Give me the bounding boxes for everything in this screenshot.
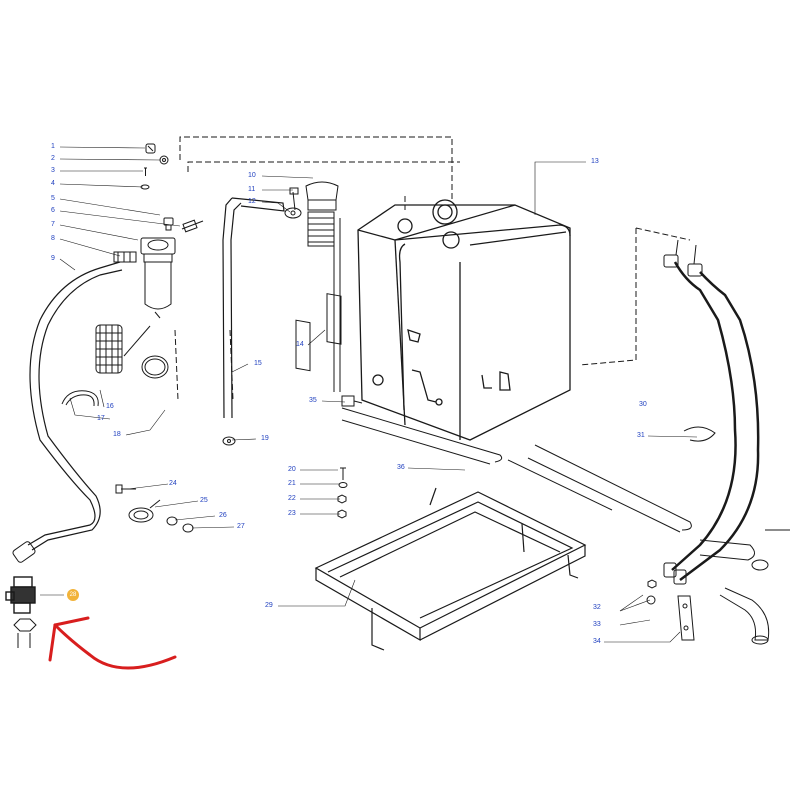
washer-part-2 [159, 155, 169, 165]
callout-9: 9 [51, 255, 55, 262]
callout-6: 6 [51, 207, 55, 214]
callout-16: 16 [106, 403, 114, 410]
callout-25: 25 [200, 497, 208, 504]
callout-5: 5 [51, 195, 55, 202]
callout-10: 10 [248, 172, 256, 179]
fitting-part-5 [163, 217, 174, 231]
callout-20: 20 [288, 466, 296, 473]
washer-part-19 [222, 436, 236, 446]
fuel-tank-part-13 [357, 199, 571, 441]
washer-part-21 [338, 482, 348, 488]
red-pointer-arrow [48, 616, 177, 670]
fitting-part-35 [341, 395, 363, 407]
callout-12: 12 [248, 198, 256, 205]
washer-part-4 [140, 184, 150, 190]
washer-part-12 [284, 207, 302, 219]
callout-11: 11 [248, 186, 256, 193]
callout-2: 2 [51, 155, 55, 162]
o-ring-part-filter [141, 355, 169, 379]
callout-29: 29 [265, 602, 273, 609]
washer-part-26 [166, 516, 178, 526]
callout-36: 36 [397, 464, 405, 471]
callout-7: 7 [51, 221, 55, 228]
callout-32: 32 [593, 604, 601, 611]
callout-23: 23 [288, 510, 296, 517]
hoses-part-30 [671, 261, 760, 581]
callout-15: 15 [254, 360, 262, 367]
elbow-pipe-right [719, 587, 770, 645]
callout-33: 33 [593, 621, 601, 628]
nut-part-32 [647, 579, 657, 589]
callout-4: 4 [51, 180, 55, 187]
callout-3: 3 [51, 167, 55, 174]
leader-lines [40, 146, 698, 643]
washer-part-33 [646, 595, 656, 605]
nut-part-23 [337, 509, 347, 519]
filter-element-part-16 [95, 324, 151, 374]
callout-14: 14 [296, 341, 304, 348]
hose-clamp-right [751, 529, 790, 571]
hose-fitting-lower [12, 541, 36, 563]
screw-part-20 [340, 467, 346, 480]
bolt-part-1 [145, 143, 156, 154]
callout-22: 22 [288, 495, 296, 502]
callout-24: 24 [169, 480, 177, 487]
screw-part-3 [144, 167, 147, 176]
bolt-part-24 [115, 484, 136, 494]
bracket-part-34 [677, 595, 695, 641]
fuel-filter-housing [113, 237, 176, 319]
hose-ends-part-30 [663, 239, 703, 585]
nut-part-below-28 [13, 618, 37, 648]
callout-26: 26 [219, 512, 227, 519]
pipe-part-36 [341, 407, 755, 561]
breather-filter-part-10 [305, 181, 339, 247]
dashed-assembly-lines [174, 136, 691, 401]
callout-1: 1 [51, 143, 55, 150]
fitting-part-6 [181, 219, 204, 233]
callout-8: 8 [51, 235, 55, 242]
callout-17: 17 [97, 415, 105, 422]
tray-part-29 [314, 487, 587, 651]
clamp-part-17 [61, 390, 99, 407]
hose-clip-part-31 [683, 426, 716, 442]
callout-21: 21 [288, 480, 296, 487]
level-gauge-part-14 [295, 218, 342, 392]
callout-27: 27 [237, 523, 245, 530]
hose-part-9 [27, 261, 123, 551]
callout-19: 19 [261, 435, 269, 442]
banjo-fitting-part-25 [128, 499, 161, 523]
callout-34: 34 [593, 638, 601, 645]
callout-18: 18 [113, 431, 121, 438]
nut-part-22 [337, 494, 347, 504]
callout-28-highlighted: 28 [67, 589, 79, 601]
tube-part-15 [222, 197, 285, 419]
callout-31: 31 [637, 432, 645, 439]
callout-13: 13 [591, 158, 599, 165]
bolt-part-11 [289, 187, 299, 211]
callout-30: 30 [639, 401, 647, 408]
callout-35: 35 [309, 397, 317, 404]
tee-fitting-part-28 [5, 576, 36, 614]
washer-part-27 [182, 523, 194, 533]
